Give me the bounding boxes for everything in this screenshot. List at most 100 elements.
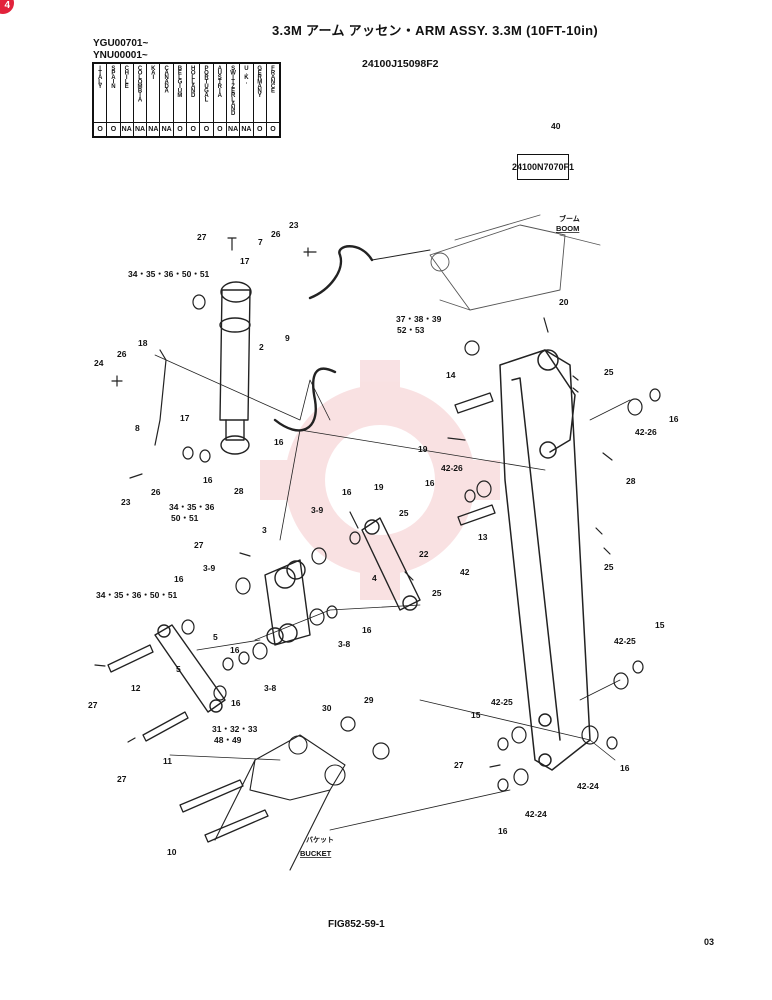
country-mark: NA bbox=[146, 122, 161, 138]
callout-34-35-36-50-51: 34・35・36・50・51 bbox=[128, 269, 210, 279]
callout-42-26a: 42-26 bbox=[635, 427, 657, 437]
callout-3-9a: 3-9 bbox=[311, 505, 324, 515]
callout-18: 18 bbox=[138, 338, 148, 348]
callout-13: 13 bbox=[478, 532, 488, 542]
callout-16i: 16 bbox=[231, 698, 241, 708]
assembly-code: 24100J15098F2 bbox=[362, 58, 439, 70]
page-title: 3.3M アーム アッセン・ARM ASSY. 3.3M (10FT-10in) bbox=[272, 23, 599, 38]
callout-16d: 16 bbox=[425, 478, 435, 488]
callout-28b: 28 bbox=[626, 476, 636, 486]
callout-16g: 16 bbox=[362, 625, 372, 635]
callout-27b: 27 bbox=[194, 540, 204, 550]
callout-52-53: 52・53 bbox=[397, 325, 425, 335]
bucket-label-en: BUCKET bbox=[300, 849, 332, 858]
country-mark: NA bbox=[225, 122, 241, 138]
callout-30: 30 bbox=[322, 703, 332, 713]
callout-42-25a: 42-25 bbox=[614, 636, 636, 646]
serial-range-1: YGU00701~ bbox=[93, 38, 149, 49]
callout-labels: 40 27 23 26 7 17 34・35・36・50・51 9 2 24 2… bbox=[88, 121, 679, 858]
callout-22: 22 bbox=[419, 549, 429, 559]
country-cell: HOLLAND bbox=[186, 62, 201, 123]
callout-26: 26 bbox=[271, 229, 281, 239]
callout-14: 14 bbox=[446, 370, 456, 380]
country-cell: U.K. bbox=[239, 62, 254, 123]
callout-27e: 27 bbox=[454, 760, 464, 770]
callout-37-38-39: 37・38・39 bbox=[396, 314, 442, 324]
callout-27: 27 bbox=[197, 232, 207, 242]
callout-16h: 16 bbox=[230, 645, 240, 655]
callout-25d: 25 bbox=[432, 588, 442, 598]
callout-3-9b: 3-9 bbox=[203, 563, 216, 573]
country-cell: SWITZERLAND bbox=[225, 62, 241, 123]
country-mark: NA bbox=[159, 122, 174, 138]
country-cell: ITALY bbox=[92, 62, 108, 123]
country-applicability-table: ITALY SPAIN CHILE COLOMBIA KAI CANADA BE… bbox=[92, 62, 282, 138]
bucket-label-jp: バケット bbox=[306, 836, 334, 844]
country-mark: O bbox=[92, 122, 108, 138]
page-number: 03 bbox=[704, 937, 715, 947]
callout-34-35-36-50-51b: 34・35・36・50・51 bbox=[96, 590, 178, 600]
washers-and-bushings bbox=[181, 294, 661, 792]
callout-11: 11 bbox=[163, 756, 172, 766]
country-mark: O bbox=[252, 122, 267, 138]
callout-26b: 26 bbox=[117, 349, 127, 359]
callout-19a: 19 bbox=[418, 444, 428, 454]
callout-8: 8 bbox=[135, 423, 140, 433]
country-cell: COLOMBIA bbox=[132, 62, 148, 123]
country-mark: NA bbox=[119, 122, 134, 138]
country-mark: O bbox=[172, 122, 188, 138]
bucket-mount bbox=[214, 734, 346, 871]
callout-15a: 15 bbox=[655, 620, 665, 630]
country-cell: PORTUGAL bbox=[199, 62, 214, 123]
country-marks-row: O O NA NA NA NA O O O O NA NA O O bbox=[92, 122, 281, 138]
callout-5b: 5 bbox=[176, 664, 181, 674]
ref-item-code-box: 24100N7070F1 bbox=[512, 154, 574, 180]
serial-range: YGU00701~ YNU00001~ bbox=[93, 38, 148, 62]
callout-9: 9 bbox=[285, 333, 290, 343]
callout-7: 7 bbox=[258, 237, 263, 247]
callout-26c: 26 bbox=[151, 487, 161, 497]
callout-50-51: 50・51 bbox=[171, 513, 199, 523]
country-mark: NA bbox=[239, 122, 254, 138]
country-cell: GERMANY bbox=[252, 62, 267, 123]
callout-10: 10 bbox=[167, 847, 177, 857]
country-mark: O bbox=[186, 122, 201, 138]
callout-20: 20 bbox=[559, 297, 569, 307]
country-mark: O bbox=[265, 122, 281, 138]
country-mark: NA bbox=[132, 122, 148, 138]
boom-label-en: BOOM bbox=[556, 224, 579, 233]
country-cell: AUSTRIA bbox=[212, 62, 227, 123]
country-mark: O bbox=[212, 122, 227, 138]
pins bbox=[107, 392, 496, 843]
callout-42-24a: 42-24 bbox=[577, 781, 599, 791]
country-cell: CANADA bbox=[159, 62, 174, 123]
country-cell: FRANCE bbox=[265, 62, 281, 123]
serial-range-2: YNU00001~ bbox=[93, 50, 148, 61]
country-cell: CHILE bbox=[119, 62, 134, 123]
callout-24: 24 bbox=[94, 358, 104, 368]
page-corner-badge: 4 bbox=[0, 0, 14, 14]
callout-25a: 25 bbox=[604, 367, 614, 377]
callout-42: 42 bbox=[460, 567, 470, 577]
callout-17b: 17 bbox=[180, 413, 190, 423]
callout-27d: 27 bbox=[117, 774, 127, 784]
callout-25b: 25 bbox=[399, 508, 409, 518]
callout-4: 4 bbox=[372, 573, 377, 583]
callout-16k: 16 bbox=[498, 826, 508, 836]
bolts-and-fittings bbox=[94, 237, 613, 768]
callout-23b: 23 bbox=[121, 497, 131, 507]
callout-42-24b: 42-24 bbox=[525, 809, 547, 819]
arm-body bbox=[499, 349, 591, 771]
link-3 bbox=[264, 559, 311, 646]
callout-16j: 16 bbox=[620, 763, 630, 773]
callout-2: 2 bbox=[259, 342, 264, 352]
country-cell: BELGIUM bbox=[172, 62, 188, 123]
callout-25c: 25 bbox=[604, 562, 614, 572]
bucket-cylinder bbox=[219, 281, 252, 455]
callout-15b: 15 bbox=[471, 710, 481, 720]
callout-28a: 28 bbox=[234, 486, 244, 496]
callout-12: 12 bbox=[131, 683, 141, 693]
link-4 bbox=[361, 517, 421, 611]
callout-16c: 16 bbox=[669, 414, 679, 424]
